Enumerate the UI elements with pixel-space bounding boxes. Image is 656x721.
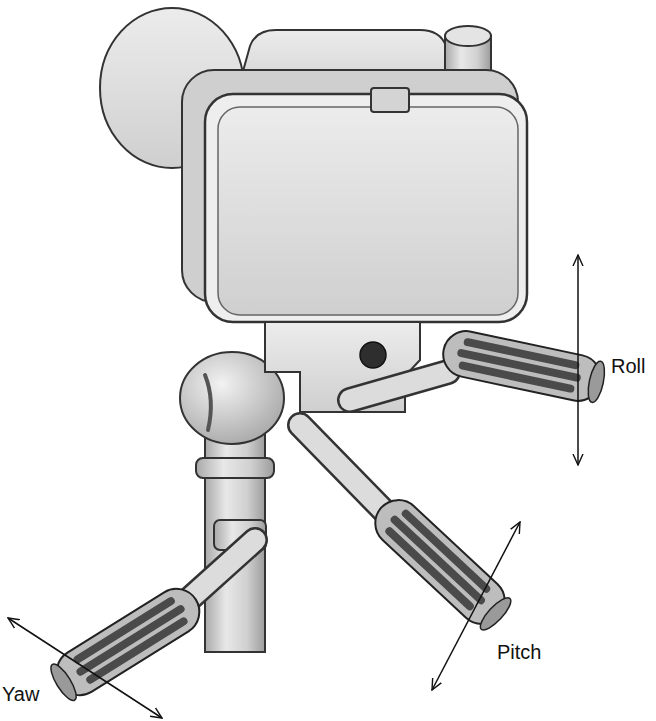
roll-shaft — [350, 372, 448, 400]
axis-label: Pitch — [497, 642, 541, 662]
lock-knob — [360, 342, 386, 368]
camera-back-frame — [205, 94, 527, 322]
pitch-arrow — [432, 522, 520, 690]
camera-back-panel — [218, 107, 518, 315]
axis-label: Yaw — [2, 684, 39, 704]
pitch-shaft-outline — [300, 425, 385, 512]
pitch-shaft — [300, 425, 385, 512]
grip-groove — [389, 514, 487, 606]
roll-grip — [439, 327, 608, 406]
yaw-grip — [45, 580, 208, 705]
column-collar — [196, 458, 274, 478]
viewfinder — [371, 88, 409, 112]
roll-shaft-outline — [350, 372, 448, 400]
grip-groove — [72, 596, 176, 665]
roll-arrow — [577, 255, 579, 465]
grip-end — [585, 360, 607, 404]
grip-end — [46, 661, 80, 704]
grip-end — [476, 594, 515, 634]
grip-body — [439, 327, 605, 405]
grip-groove — [384, 526, 476, 612]
grip-body — [366, 491, 514, 634]
joint-slot — [205, 375, 211, 430]
camera-dial-top — [445, 26, 491, 46]
grip-groove — [75, 604, 186, 678]
grip-groove — [458, 361, 575, 393]
pitch-grip — [366, 491, 517, 636]
axis-label: Roll — [611, 356, 645, 376]
